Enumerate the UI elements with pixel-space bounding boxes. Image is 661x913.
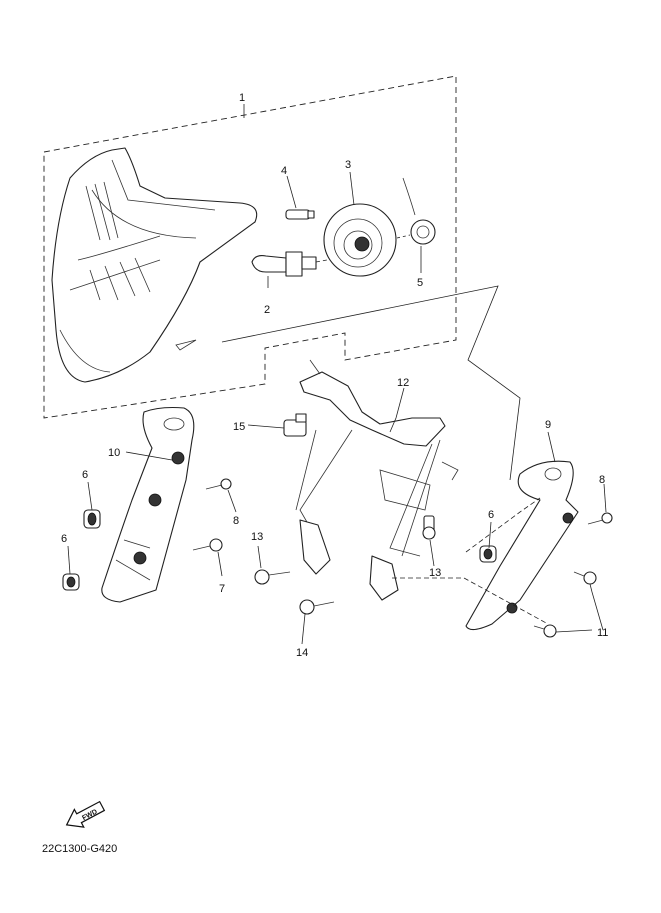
headlight-stay [295, 359, 459, 601]
callout-4: 4 [281, 165, 287, 177]
position-bulb [285, 209, 315, 220]
headlight-housing [51, 147, 258, 383]
bolt-13-left [254, 569, 291, 585]
damper-left-lower [62, 573, 80, 591]
callout-13-left: 13 [251, 531, 263, 543]
callout-13-right: 13 [429, 567, 441, 579]
right-cover-bracket [465, 460, 579, 631]
callout-6-left-upper: 6 [82, 469, 88, 481]
callout-11: 11 [597, 627, 608, 639]
callout-6-right: 6 [488, 509, 494, 521]
fwd-arrow-icon: FWD [65, 800, 106, 828]
callout-5: 5 [417, 277, 423, 289]
callout-15: 15 [233, 421, 245, 433]
callout-8-right: 8 [599, 474, 605, 486]
headlight-bulb [251, 251, 339, 277]
screw-8-left [205, 478, 232, 490]
headlight-assembly-boundary [43, 75, 457, 419]
callout-2: 2 [264, 304, 270, 316]
damper-left-upper [83, 509, 101, 529]
screw-11-lower [533, 624, 557, 638]
screw-7 [192, 538, 223, 552]
screw-11-upper [573, 571, 597, 585]
left-cover-bracket [101, 406, 195, 603]
callout-1: 1 [239, 92, 245, 104]
callout-14: 14 [296, 647, 308, 659]
damper-right [479, 545, 497, 563]
diagram-code: 22C1300-G420 [42, 843, 117, 855]
callout-7: 7 [219, 583, 225, 595]
callout-10: 10 [108, 447, 120, 459]
screw-8-right [587, 512, 613, 525]
callout-3: 3 [345, 159, 351, 171]
bolt-13-right [422, 515, 436, 540]
callout-8-left: 8 [233, 515, 239, 527]
callout-12: 12 [397, 377, 409, 389]
callout-9: 9 [545, 419, 551, 431]
bolt-14 [299, 599, 335, 615]
bulb-socket-cover [323, 203, 397, 277]
callout-6-left-lower: 6 [61, 533, 67, 545]
leader-lines [67, 104, 607, 645]
wire-clamp [283, 413, 307, 437]
socket-cord [396, 177, 436, 245]
